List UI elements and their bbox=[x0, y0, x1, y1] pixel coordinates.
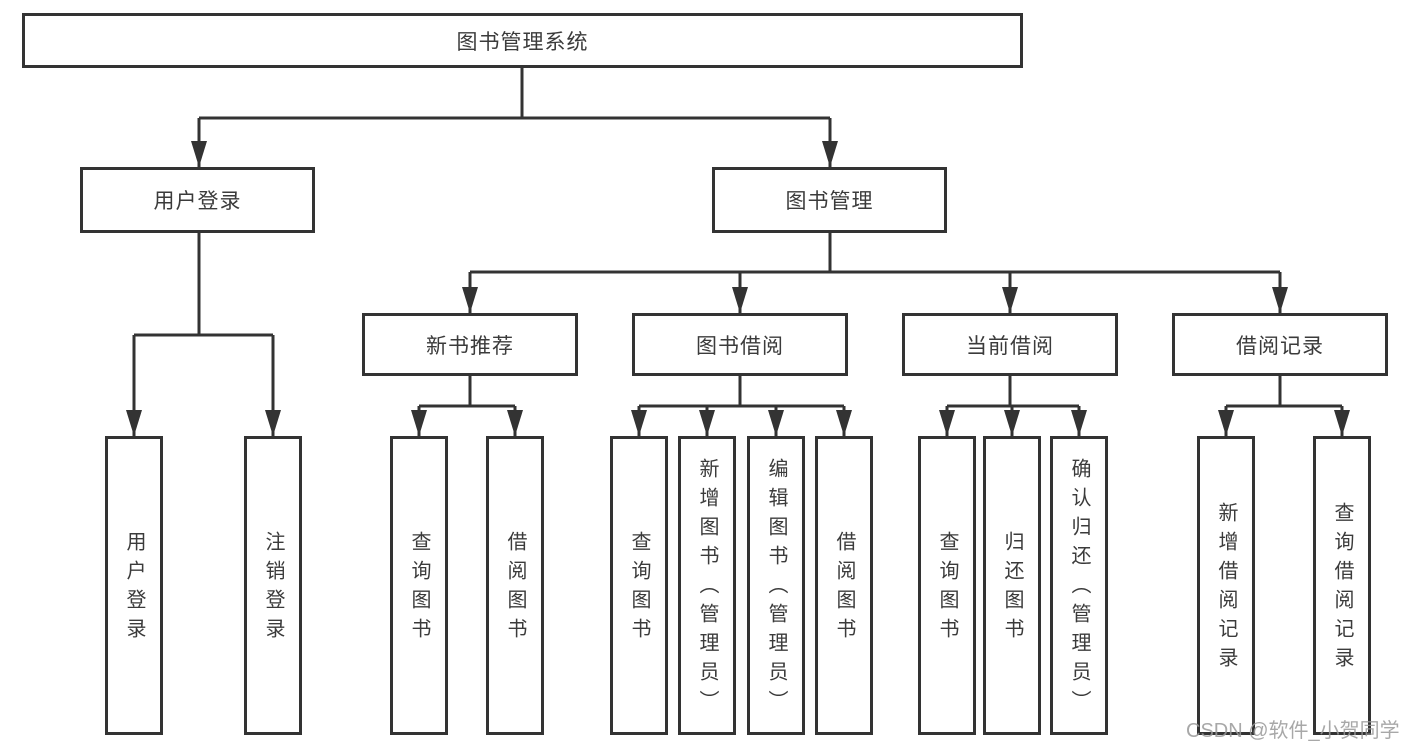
node-current-borrowing: 当前借阅 bbox=[902, 313, 1118, 376]
leaf-user-login: 用户登录 bbox=[105, 436, 163, 735]
leaf-add-borrow-record: 新增借阅记录 bbox=[1197, 436, 1255, 735]
node-book-management-branch: 图书管理 bbox=[712, 167, 947, 233]
leaf-edit-books-admin: 编辑图书（管理员） bbox=[747, 436, 805, 735]
leaf-query-borrow-record: 查询借阅记录 bbox=[1313, 436, 1371, 735]
leaf-borrow-books-recommend: 借阅图书 bbox=[486, 436, 544, 735]
leaf-return-books: 归还图书 bbox=[983, 436, 1041, 735]
leaf-add-books-admin: 新增图书（管理员） bbox=[678, 436, 736, 735]
leaf-query-books-borrowing: 查询图书 bbox=[610, 436, 668, 735]
leaf-query-books-current: 查询图书 bbox=[918, 436, 976, 735]
leaf-logout: 注销登录 bbox=[244, 436, 302, 735]
node-library-management-system: 图书管理系统 bbox=[22, 13, 1023, 68]
node-book-borrowing: 图书借阅 bbox=[632, 313, 848, 376]
node-borrowing-records: 借阅记录 bbox=[1172, 313, 1388, 376]
leaf-confirm-return-admin: 确认归还（管理员） bbox=[1050, 436, 1108, 735]
node-user-login-branch: 用户登录 bbox=[80, 167, 315, 233]
leaf-query-books-recommend: 查询图书 bbox=[390, 436, 448, 735]
csdn-watermark: CSDN @软件_小贺同学 bbox=[1186, 720, 1400, 742]
arrowhead-icons bbox=[126, 141, 1350, 436]
node-new-book-recommend: 新书推荐 bbox=[362, 313, 578, 376]
leaf-borrow-books: 借阅图书 bbox=[815, 436, 873, 735]
